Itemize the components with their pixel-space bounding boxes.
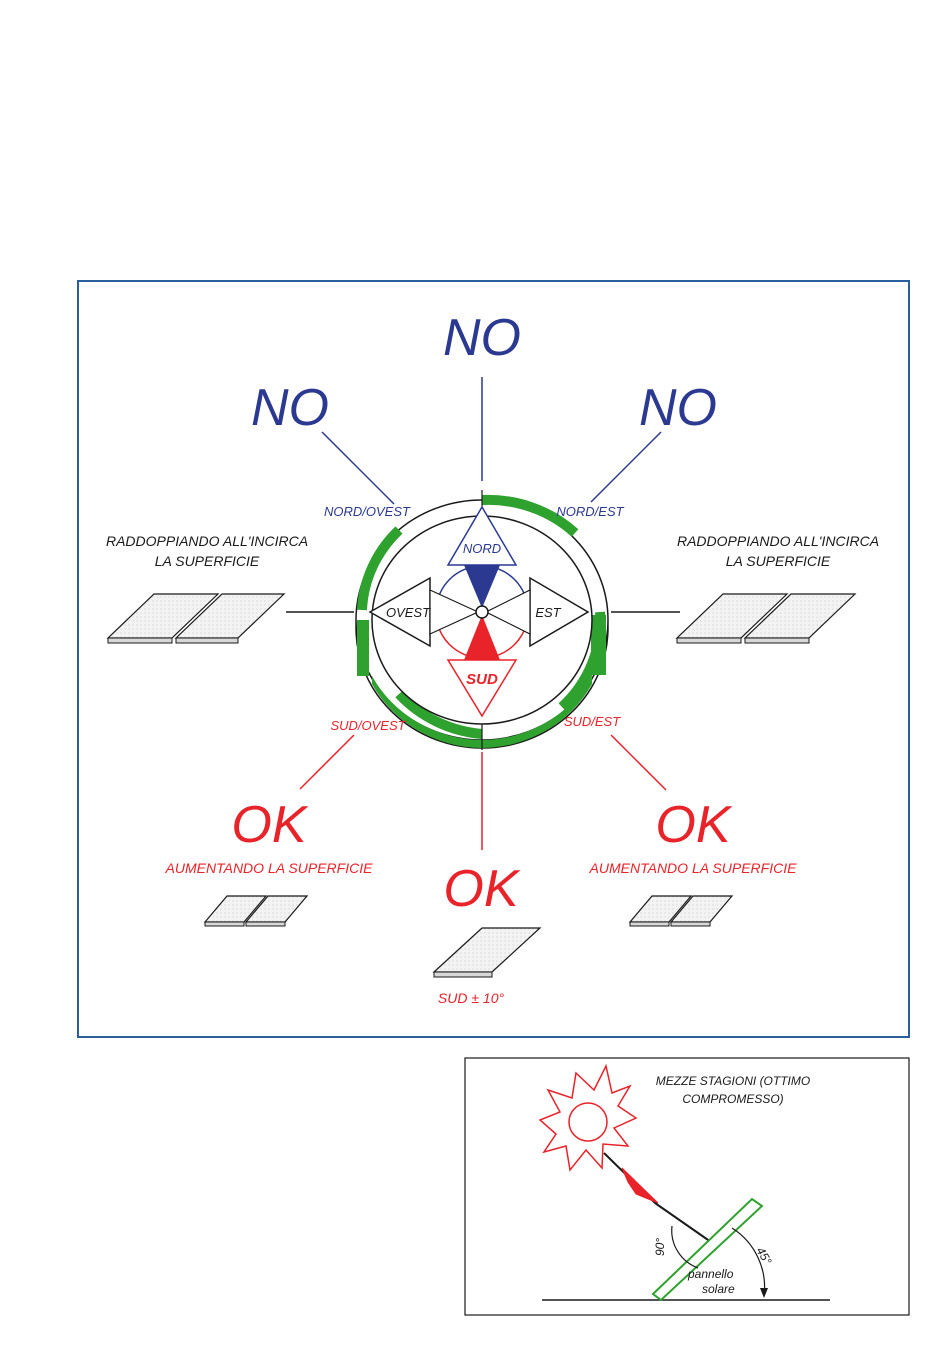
ray-to-panel <box>655 1203 711 1242</box>
northeast-verdict: NO <box>639 379 717 437</box>
southwest-note: AUMENTANDO LA SUPERFICIE <box>165 860 374 876</box>
panels-southeast <box>630 896 732 926</box>
panels-southwest <box>205 896 307 926</box>
south-note: SUD ± 10° <box>438 990 505 1006</box>
southeast-note: AUMENTANDO LA SUPERFICIE <box>589 860 798 876</box>
compass-west-label: OVEST <box>386 605 431 620</box>
ray-arrow-red <box>622 1168 658 1203</box>
east-note-line1: RADDOPPIANDO ALL'INCIRCA <box>677 533 879 549</box>
compass-south-label: SUD <box>466 671 498 688</box>
tilt-title-line1: MEZZE STAGIONI (OTTIMO <box>656 1074 810 1088</box>
southwest-line <box>300 735 354 789</box>
compass-east-label: EST <box>535 605 561 620</box>
southeast-verdict: OK <box>655 796 732 854</box>
northwest-line <box>322 432 394 504</box>
panel-label-line1: pannello <box>687 1267 734 1281</box>
northwest-verdict: NO <box>251 379 329 437</box>
panel-label-line2: solare <box>702 1282 735 1296</box>
south-verdict: OK <box>443 860 520 918</box>
northeast-line <box>591 432 661 502</box>
north-verdict: NO <box>443 309 521 367</box>
northwest-label: NORD/OVEST <box>324 504 411 519</box>
tilt-title-line2: COMPROMESSO) <box>682 1092 783 1106</box>
tilt-diagram: MEZZE STAGIONI (OTTIMO COMPROMESSO) 90° … <box>465 1058 909 1315</box>
east-note-line2: LA SUPERFICIE <box>726 553 831 569</box>
panels-west <box>108 594 284 643</box>
compass-center <box>476 606 488 618</box>
angle-45-label: 45° <box>753 1245 774 1268</box>
southeast-label: SUD/EST <box>564 714 621 729</box>
side-sector-west <box>357 620 369 676</box>
west-note-line1: RADDOPPIANDO ALL'INCIRCA <box>106 533 308 549</box>
southeast-line <box>611 735 666 790</box>
compass-north-label: NORD <box>463 541 501 556</box>
west-note-line2: LA SUPERFICIE <box>155 553 260 569</box>
sun-icon <box>540 1066 636 1170</box>
panel-south <box>434 928 540 977</box>
side-sector-east <box>591 615 606 675</box>
compass: NORD SUD OVEST EST <box>356 490 608 750</box>
southwest-verdict: OK <box>231 796 308 854</box>
orientation-diagram: NORD SUD OVEST EST NO NO NO NORD/OVEST N… <box>78 281 909 1037</box>
panels-east <box>677 594 855 643</box>
angle-90-label: 90° <box>653 1238 667 1256</box>
southwest-label: SUD/OVEST <box>330 718 406 733</box>
northeast-label: NORD/EST <box>556 504 624 519</box>
